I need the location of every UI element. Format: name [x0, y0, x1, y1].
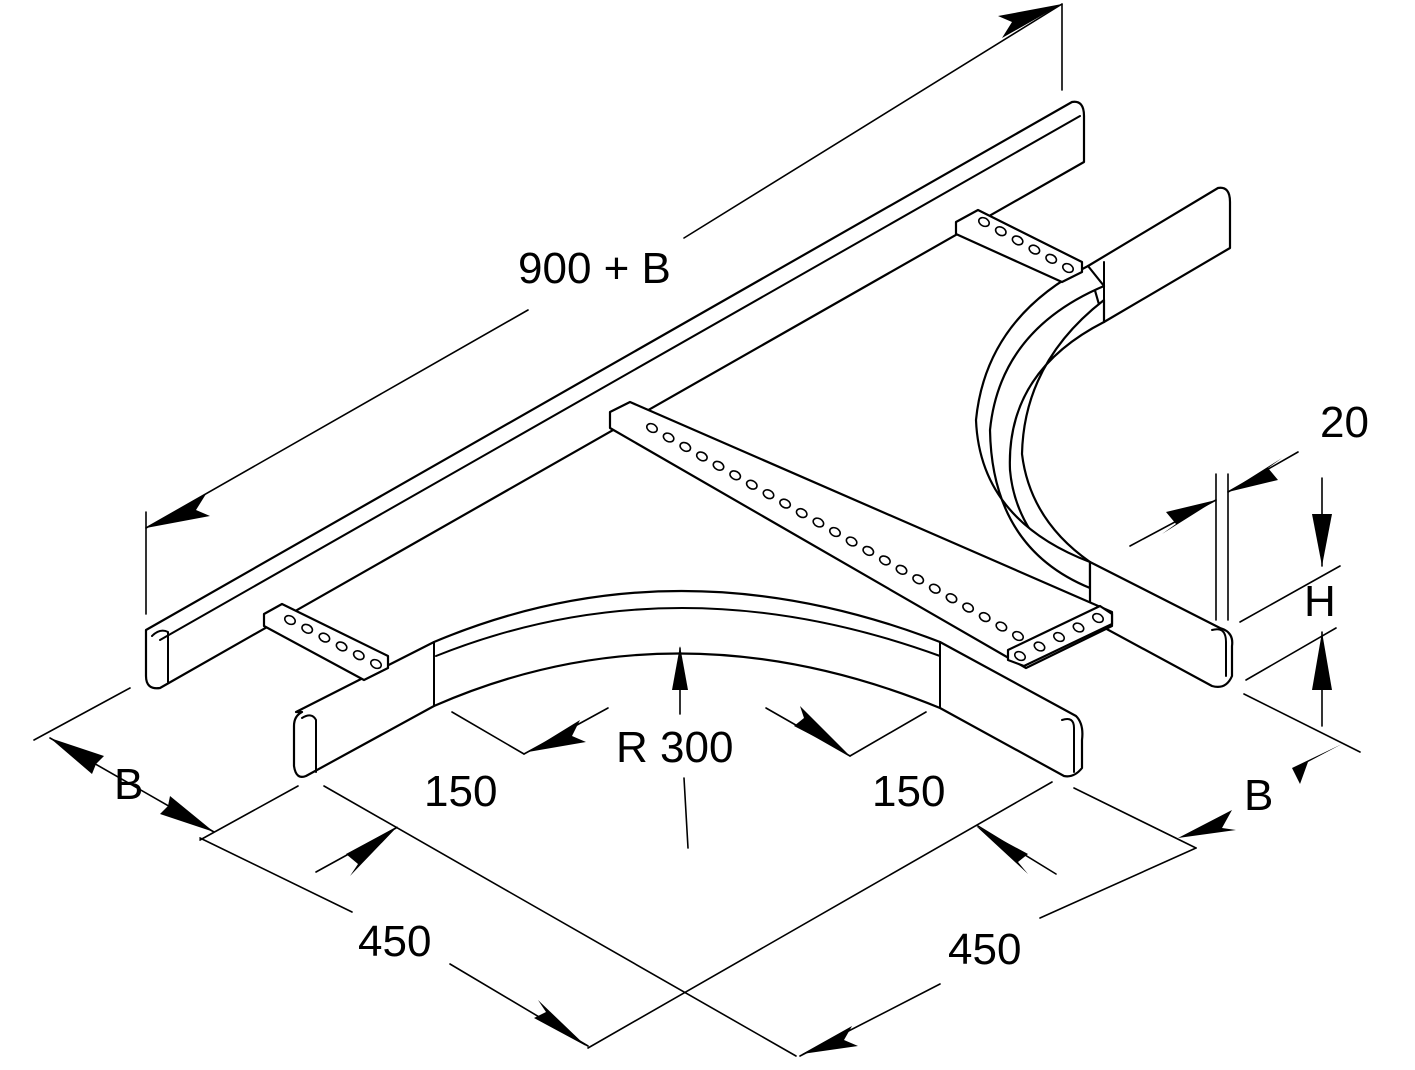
rung-left: [262, 602, 390, 682]
rung-hole: [1028, 244, 1041, 255]
rung-hole: [1045, 253, 1058, 264]
rung-hole: [945, 593, 958, 604]
label-straight-right: 150: [872, 767, 945, 816]
dimension-height: [1239, 477, 1341, 727]
label-width-left: B: [114, 760, 143, 809]
dimension-straight-right: [765, 706, 927, 757]
rung-hole: [301, 623, 314, 634]
arrow-radius: [672, 646, 688, 690]
dimension-length: [145, 3, 1063, 615]
label-height: H: [1304, 577, 1336, 626]
label-width-right: B: [1244, 771, 1273, 820]
rung-hole: [1011, 630, 1025, 642]
main-side-rail: [144, 100, 1086, 690]
rung-hole: [695, 451, 708, 462]
arrow-height-bottom: [1312, 632, 1332, 690]
label-straight-left: 150: [424, 767, 497, 816]
rung-hole: [679, 441, 692, 453]
rung-hole: [645, 422, 659, 434]
arrow-height-top: [1312, 514, 1332, 566]
rung-long: [608, 400, 1114, 670]
rung-hole: [729, 470, 742, 481]
arrow-width-left-top: [50, 738, 104, 774]
rung-hole: [962, 602, 975, 613]
dimension-arm-left: [199, 785, 797, 1057]
arrow-straight-right: [794, 706, 848, 754]
rung-hole: [1033, 641, 1046, 652]
dimension-width-right: [1073, 693, 1361, 849]
rung-hole: [318, 632, 331, 643]
rung-hole: [1061, 262, 1075, 274]
arrow-arm-right-top: [976, 826, 1028, 874]
arrow-straight-left: [528, 720, 586, 752]
label-radius: R 300: [616, 723, 733, 772]
arrow-length-left: [146, 494, 210, 528]
rung-hole: [662, 432, 675, 443]
dimension-radius: [672, 646, 689, 849]
rung-hole: [369, 658, 383, 670]
rung-hole: [995, 621, 1008, 632]
label-arm-left: 450: [358, 917, 431, 966]
dimension-arm-right: [587, 781, 1197, 1057]
rung-hole: [977, 216, 991, 228]
arrow-width-right-bottom: [1178, 810, 1236, 838]
rung-right-top: [954, 208, 1084, 284]
dimension-width-left: [33, 687, 299, 841]
rung-hole: [928, 583, 941, 594]
curved-front-rail: [292, 589, 1084, 778]
arrow-arm-left-top: [346, 826, 398, 876]
rung-hole: [978, 611, 991, 623]
arrow-arm-left-bottom: [534, 1000, 586, 1046]
label-offset: 20: [1320, 398, 1369, 447]
rung-hole: [895, 564, 908, 575]
rung-right-bottom: [1006, 604, 1114, 668]
rung-hole: [745, 479, 758, 490]
rung-hole: [862, 545, 875, 557]
rung-hole: [335, 641, 348, 652]
rung-hole: [912, 574, 925, 585]
dimension-offset: [1129, 451, 1299, 621]
rung-hole: [1072, 622, 1085, 633]
rung-hole: [994, 226, 1007, 237]
arrow-width-right-top: [1292, 744, 1342, 784]
rung-hole: [283, 614, 297, 626]
label-arm-right: 450: [948, 925, 1021, 974]
arrow-length-right: [998, 4, 1062, 38]
rung-hole: [1011, 235, 1024, 246]
rung-hole: [1091, 612, 1105, 624]
rung-hole: [795, 507, 808, 519]
rung-hole: [812, 517, 825, 528]
label-length: 900 + B: [518, 244, 671, 293]
arrow-offset-left: [1162, 500, 1216, 534]
arrow-arm-right-bottom: [802, 1026, 858, 1054]
rung-hole: [762, 489, 775, 500]
rung-hole: [878, 555, 891, 566]
rung-hole: [1052, 631, 1066, 643]
rung-hole: [1013, 650, 1027, 662]
arrow-offset-right: [1228, 458, 1282, 492]
arrow-width-left-bottom: [160, 796, 214, 832]
rung-hole: [712, 460, 725, 471]
rung-hole: [828, 526, 842, 538]
rung-hole: [845, 536, 858, 547]
rung-hole: [352, 650, 365, 661]
dimension-straight-left: [451, 707, 609, 755]
rung-hole: [779, 498, 792, 509]
